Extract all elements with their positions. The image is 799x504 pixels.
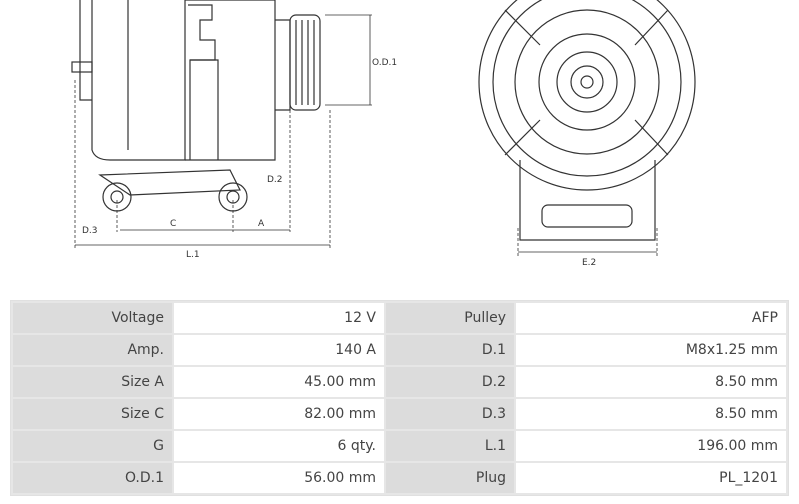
alternator-technical-drawing: O.D.1 D.2 D.3 C A L.1 E.2 [71,0,696,268]
spec-value: 8.50 mm [516,367,786,397]
spec-label: Voltage [13,303,172,333]
spec-value: PL_1201 [516,463,786,493]
side-view: O.D.1 D.2 D.3 C A L.1 [71,0,397,260]
label-d2: D.2 [267,175,283,185]
spec-value: 140 A [174,335,384,365]
spec-label: Size C [13,399,172,429]
front-view: E.2 [478,0,696,268]
spec-value: 82.00 mm [174,399,384,429]
label-l1: L.1 [186,250,200,260]
label-od1: O.D.1 [372,58,397,68]
spec-value: 12 V [174,303,384,333]
label-e2: E.2 [582,258,596,268]
spec-value: 196.00 mm [516,431,786,461]
spec-label: D.1 [386,335,514,365]
spec-label: Size A [13,367,172,397]
spec-value: M8x1.25 mm [516,335,786,365]
label-d3: D.3 [82,226,98,236]
spec-label: D.3 [386,399,514,429]
spec-label: G [13,431,172,461]
spec-label: L.1 [386,431,514,461]
spec-value: 45.00 mm [174,367,384,397]
label-a: A [258,219,265,229]
spec-label: Plug [386,463,514,493]
spec-label: D.2 [386,367,514,397]
label-c: C [170,219,176,229]
spec-label: O.D.1 [13,463,172,493]
spec-label: Amp. [13,335,172,365]
spec-value: AFP [516,303,786,333]
spec-label: Pulley [386,303,514,333]
spec-value: 8.50 mm [516,399,786,429]
spec-value: 6 qty. [174,431,384,461]
spec-value: 56.00 mm [174,463,384,493]
